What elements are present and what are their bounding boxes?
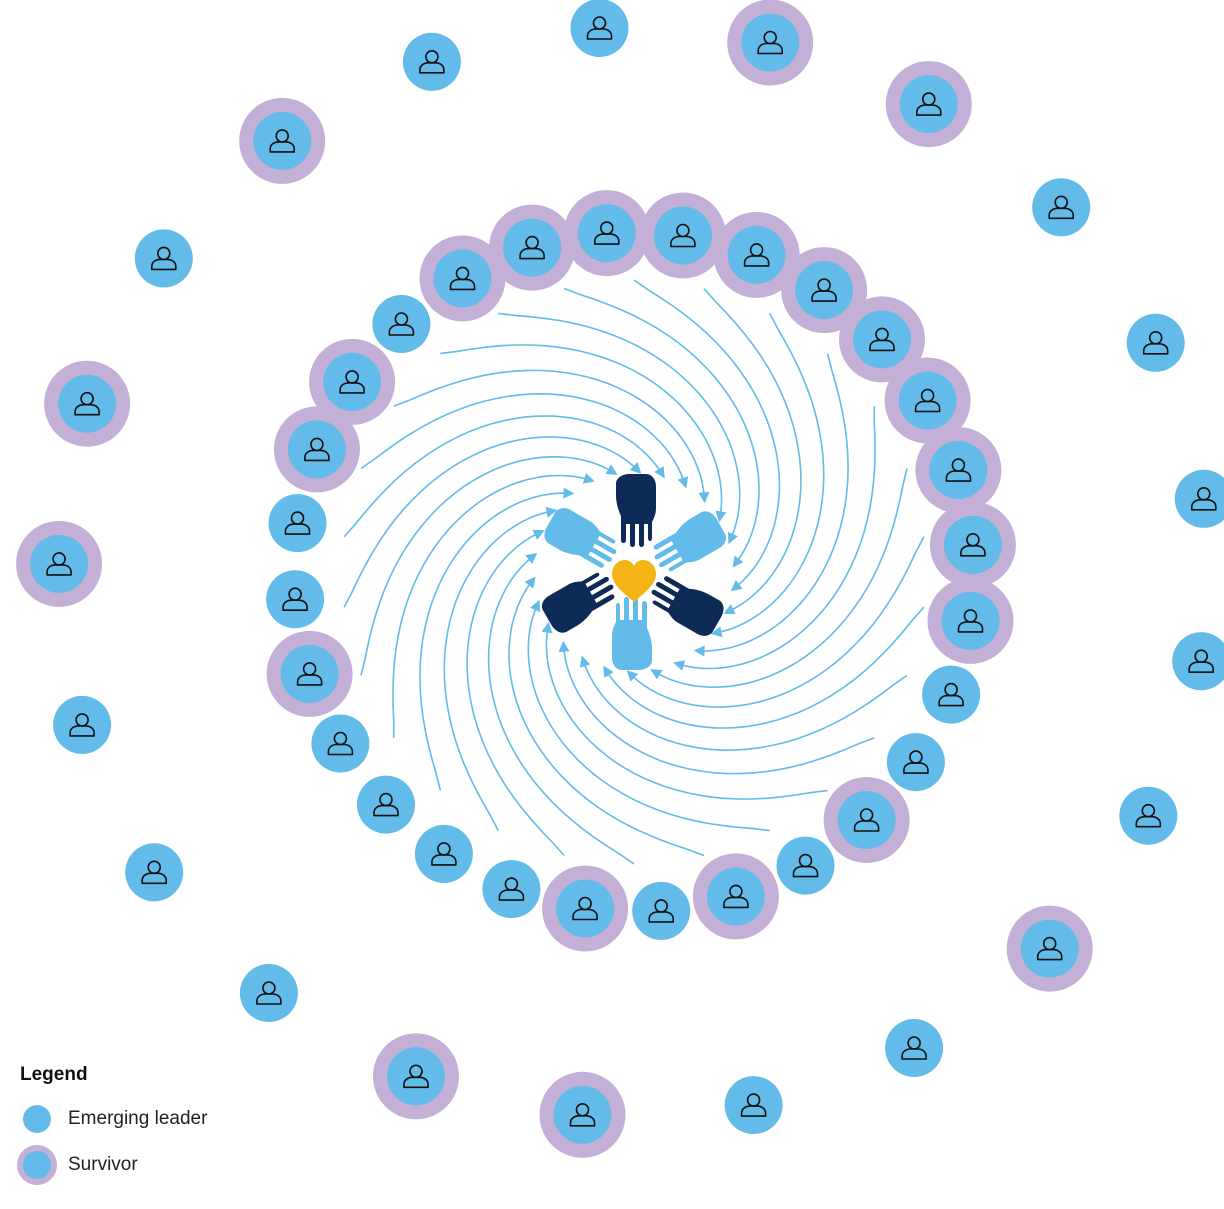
emerging-leader-node (1174, 469, 1224, 528)
emerging-leader-node (53, 695, 112, 754)
legend-item-emerging-leader: Emerging leader (12, 1096, 272, 1142)
emerging-leader-node (357, 775, 415, 834)
hand-icon-light-right (653, 511, 727, 572)
survivor-node (639, 192, 726, 279)
spiral-arrow (440, 344, 727, 523)
legend-item-survivor: Survivor (12, 1142, 272, 1188)
spiral-arrow (343, 415, 665, 538)
emerging-leader-node (776, 836, 835, 895)
survivor-node (542, 865, 629, 952)
spiral-arrow (626, 536, 925, 708)
spiral-arrow (343, 436, 642, 608)
hand-icon-dark-top (616, 474, 656, 547)
spiral-arrow (650, 468, 908, 689)
spiral-arrow (558, 640, 875, 775)
spiral-arrow (703, 287, 802, 615)
spiral-arrow (443, 506, 558, 831)
spiral-arrow (419, 487, 575, 791)
legend-label: Survivor (68, 1154, 138, 1175)
emerging-leader-node (1032, 178, 1091, 237)
spiral-arrow (360, 455, 618, 676)
spiral-arrow (603, 606, 925, 729)
emerging-leader-node (134, 229, 193, 288)
emerging-leader-node (414, 824, 473, 883)
spiral-arrow (693, 353, 849, 657)
survivor-node (563, 190, 650, 277)
hand-icon-light-bottom (612, 597, 652, 670)
emerging-leader-swatch (23, 1105, 51, 1133)
survivor-node (419, 235, 506, 322)
legend-title: Legend (20, 1064, 88, 1085)
emerging-leader-node (570, 0, 629, 57)
survivor-node (929, 501, 1016, 588)
spiral-arrow (466, 529, 565, 857)
emerging-leader-node (1119, 786, 1178, 845)
survivor-node (489, 204, 576, 291)
spiral-arrow (527, 599, 770, 832)
heart-with-hands-icon (541, 474, 727, 670)
survivor-swatch (17, 1145, 57, 1185)
emerging-leader-node (724, 1076, 783, 1135)
spiral-arrow (673, 406, 876, 671)
spiral-arrow (360, 392, 689, 489)
heart-icon (612, 560, 656, 602)
survivor-node (781, 247, 868, 334)
emerging-leader-node (885, 1019, 944, 1077)
emerging-leader-node (372, 295, 431, 353)
person-nodes (16, 0, 1224, 1158)
survivor-node (713, 211, 800, 298)
emerging-leader-node (482, 860, 541, 919)
survivor-node (373, 1033, 459, 1120)
emerging-leader-node (886, 733, 945, 792)
survivor-node (266, 630, 353, 717)
spiral-arrow (541, 621, 828, 800)
spiral-arrow (498, 312, 741, 545)
emerging-leader-node (402, 32, 461, 91)
survivor-node (927, 577, 1014, 664)
emerging-leader-node (266, 570, 325, 629)
survivor-node (44, 360, 131, 447)
emerging-leader-node (632, 881, 691, 940)
emerging-leader-node (239, 964, 298, 1022)
emerging-leader-node (1126, 313, 1185, 372)
spiral-arrow (579, 655, 908, 752)
survivor-node (727, 0, 814, 86)
spiral-arrow (710, 313, 825, 638)
spiral-arrow (487, 552, 635, 865)
emerging-leader-node (125, 843, 184, 902)
survivor-node (1006, 905, 1093, 992)
survivor-node (239, 97, 326, 184)
survivor-node (823, 777, 910, 863)
survivor-node (692, 853, 779, 940)
emerging-leader-node (1172, 632, 1224, 691)
survivor-node (309, 338, 396, 425)
emerging-leader-node (922, 665, 981, 724)
spiral-arrow (508, 576, 705, 857)
hand-icon-dark-lower-left (541, 572, 615, 633)
hand-icon-dark-lower-right (651, 576, 724, 636)
emerging-leader-node (268, 494, 327, 553)
survivor-node (915, 427, 1002, 514)
spiral-arrow (563, 287, 760, 568)
spiral-arrow (633, 279, 781, 592)
legend-label: Emerging leader (68, 1108, 208, 1129)
hand-icon-light-left (544, 508, 617, 568)
survivor-node (16, 520, 103, 607)
survivor-node (839, 296, 925, 383)
survivor-node (885, 61, 972, 148)
survivor-node (884, 357, 971, 444)
spiral-arrow (393, 369, 710, 504)
spiral-arrows (343, 279, 925, 865)
emerging-leader-node (311, 714, 370, 773)
legend: Legend Emerging leader Survivor (12, 1064, 272, 1188)
spiral-arrow (392, 473, 595, 738)
survivor-node (273, 406, 360, 493)
survivor-node (539, 1071, 626, 1158)
